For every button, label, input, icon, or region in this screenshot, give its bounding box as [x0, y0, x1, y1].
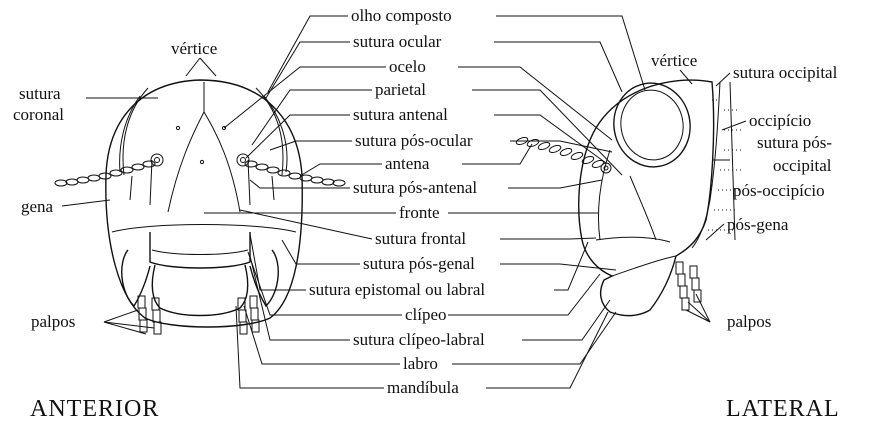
label-mandibula: mandíbula [386, 379, 460, 396]
clypeo-labral-suture [152, 250, 248, 255]
label-sutura-ocular: sutura ocular [352, 33, 442, 50]
label-sutura-pos-ocular: sutura pós-ocular [354, 132, 474, 149]
label-palpos-left: palpos [30, 313, 76, 330]
label-gena: gena [20, 198, 54, 215]
frontal-suture-left [168, 112, 204, 212]
label-palpos-right: palpos [726, 313, 772, 330]
labrum [152, 265, 247, 316]
label-sutura-pos-occipital-line1: sutura pós- [756, 134, 833, 151]
label-sutura-coronal-line2: coronal [12, 106, 65, 123]
label-vertice-right: vértice [650, 52, 698, 69]
frontal-suture-right [204, 112, 240, 212]
label-sutura-pos-genal: sutura pós-genal [362, 255, 476, 272]
clypeus [150, 232, 250, 268]
label-sutura-antenal: sutura antenal [352, 106, 449, 123]
label-fronte: fronte [398, 204, 441, 221]
ocular-suture-right [256, 88, 283, 175]
label-sutura-frontal: sutura frontal [374, 230, 467, 247]
epistomal-line [112, 225, 296, 233]
label-labro: labro [402, 355, 439, 372]
label-olho-composto: olho composto [350, 7, 453, 24]
palps-right [238, 296, 259, 334]
label-vertice-left: vértice [170, 40, 218, 57]
label-sutura-pos-occipital-line2: occipital [772, 157, 833, 174]
antenna-left [55, 161, 155, 186]
label-antena: antena [384, 155, 430, 172]
view-title-lateral: LATERAL [726, 396, 840, 423]
view-title-anterior: ANTERIOR [30, 396, 159, 423]
label-occipicio: occipício [748, 112, 812, 129]
label-sutura-pos-antenal: sutura pós-antenal [352, 179, 478, 196]
label-sutura-epistomal: sutura epistomal ou labral [308, 281, 486, 298]
lateral-head [515, 77, 742, 316]
label-clipeo: clípeo [404, 306, 448, 323]
mandible-left [122, 250, 150, 306]
label-pos-gena: pós-gena [726, 216, 789, 233]
antenna-right [245, 161, 345, 186]
label-sutura-occipital: sutura occipital [732, 64, 838, 81]
label-parietal: parietal [374, 81, 427, 98]
label-sutura-coronal-line1: sutura [18, 85, 62, 102]
label-ocelo: ocelo [388, 58, 427, 75]
label-pos-occipicio: pós-occipício [732, 182, 826, 199]
anterior-head [55, 80, 345, 334]
label-sutura-clipeo-labral: sutura clípeo-labral [352, 331, 486, 348]
